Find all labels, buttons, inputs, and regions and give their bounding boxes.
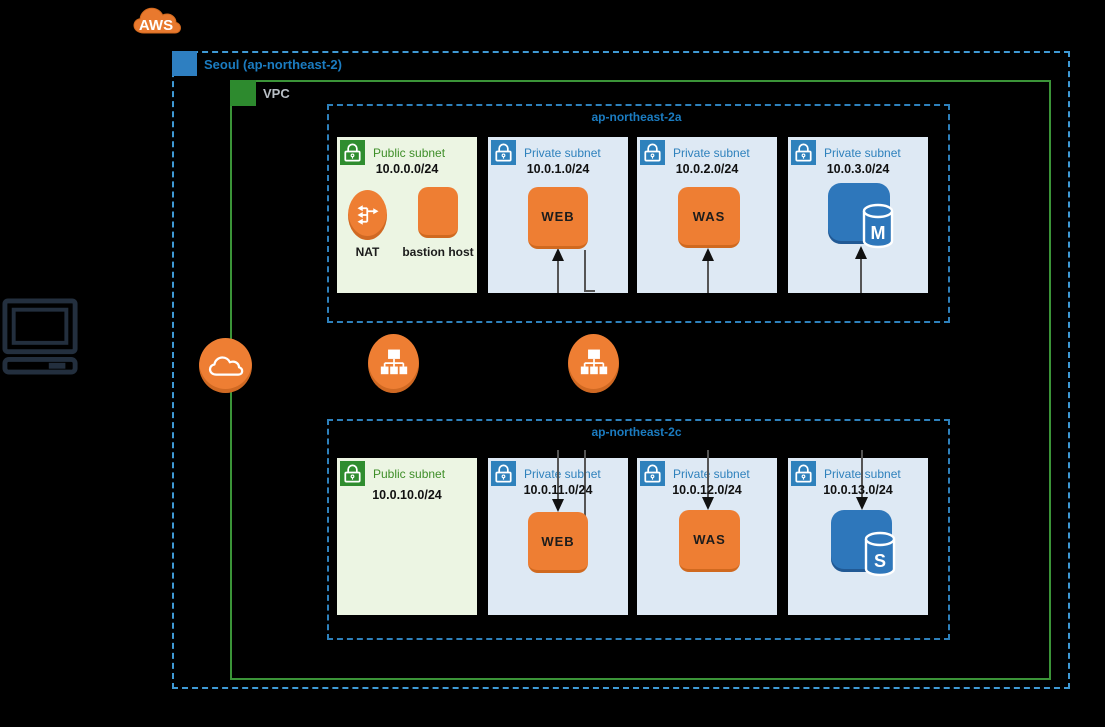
subnet-name: Public subnet [373,146,446,160]
subnet-name: Private subnet [824,467,901,481]
subnet-name: Public subnet [373,467,446,481]
region-boundary [172,51,1070,689]
aws-logo-text: AWS [139,17,173,34]
web-instance-node: WEB [528,187,588,249]
lock-icon [791,140,816,165]
subnet-cidr: 10.0.11.0/24 [523,483,593,497]
lock-icon [340,461,365,486]
lock-icon [791,461,816,486]
bastion-host-label: bastion host [402,245,474,259]
subnet-public-2c: Public subnet 10.0.10.0/24 [337,458,477,615]
az-2a-label: ap-northeast-2a [591,110,682,124]
client-computer-icon [2,298,78,375]
subnet-public-2a: Public subnet 10.0.0.0/24 NAT [337,137,477,293]
subnet-cidr: 10.0.3.0/24 [826,162,890,176]
subnet-private-2c-web: Private subnet 10.0.11.0/24 WEB [488,458,628,615]
nat-label: NAT [355,245,380,259]
subnet-private-2c-db: Private subnet 10.0.13.0/24 S [788,458,928,615]
lock-icon [340,140,365,165]
az-2c-label: ap-northeast-2c [591,425,682,439]
rds-slave-icon: S [831,510,896,577]
subnet-cidr: 10.0.1.0/24 [526,162,590,176]
subnet-private-2a-was: Private subnet 10.0.2.0/24 WAS [637,137,777,293]
vpc-label: VPC [263,86,290,101]
subnet-name: Private subnet [524,146,601,160]
lock-icon [640,461,665,486]
region-icon [172,51,197,76]
rds-master-icon: M [828,183,894,249]
bastion-host-node [418,187,458,238]
subnet-cidr: 10.0.2.0/24 [675,162,739,176]
subnet-name: Private subnet [524,467,601,481]
elb-icon [568,334,619,393]
internet-gateway-icon [199,338,252,393]
elb-icon [368,334,419,393]
aws-cloud-shape [133,7,182,34]
was-instance-node: WAS [679,510,740,572]
subnet-cidr: 10.0.12.0/24 [672,483,742,497]
subnet-name: Private subnet [824,146,901,160]
subnet-name: Private subnet [673,467,750,481]
web-instance-node: WEB [528,512,588,573]
subnet-cidr: 10.0.13.0/24 [823,483,893,497]
lock-icon [491,140,516,165]
db-master-letter: M [871,223,886,243]
region-label: Seoul (ap-northeast-2) [204,57,342,72]
aws-cloud-logo: AWS [133,7,182,34]
nat-gateway-icon [348,190,387,240]
subnet-private-2a-web: Private subnet 10.0.1.0/24 WEB [488,137,628,293]
subnet-name: Private subnet [673,146,750,160]
vpc-icon [230,80,256,106]
subnet-private-2a-db: Private subnet 10.0.3.0/24 M [788,137,928,293]
lock-icon [640,140,665,165]
subnet-cidr: 10.0.0.0/24 [375,162,439,176]
subnet-private-2c-was: Private subnet 10.0.12.0/24 WAS [637,458,777,615]
az-2c-boundary [327,419,950,640]
db-slave-letter: S [874,551,886,571]
was-instance-node: WAS [678,187,740,248]
lock-icon [491,461,516,486]
az-2a-boundary [327,104,950,323]
subnet-cidr: 10.0.10.0/24 [372,488,442,502]
